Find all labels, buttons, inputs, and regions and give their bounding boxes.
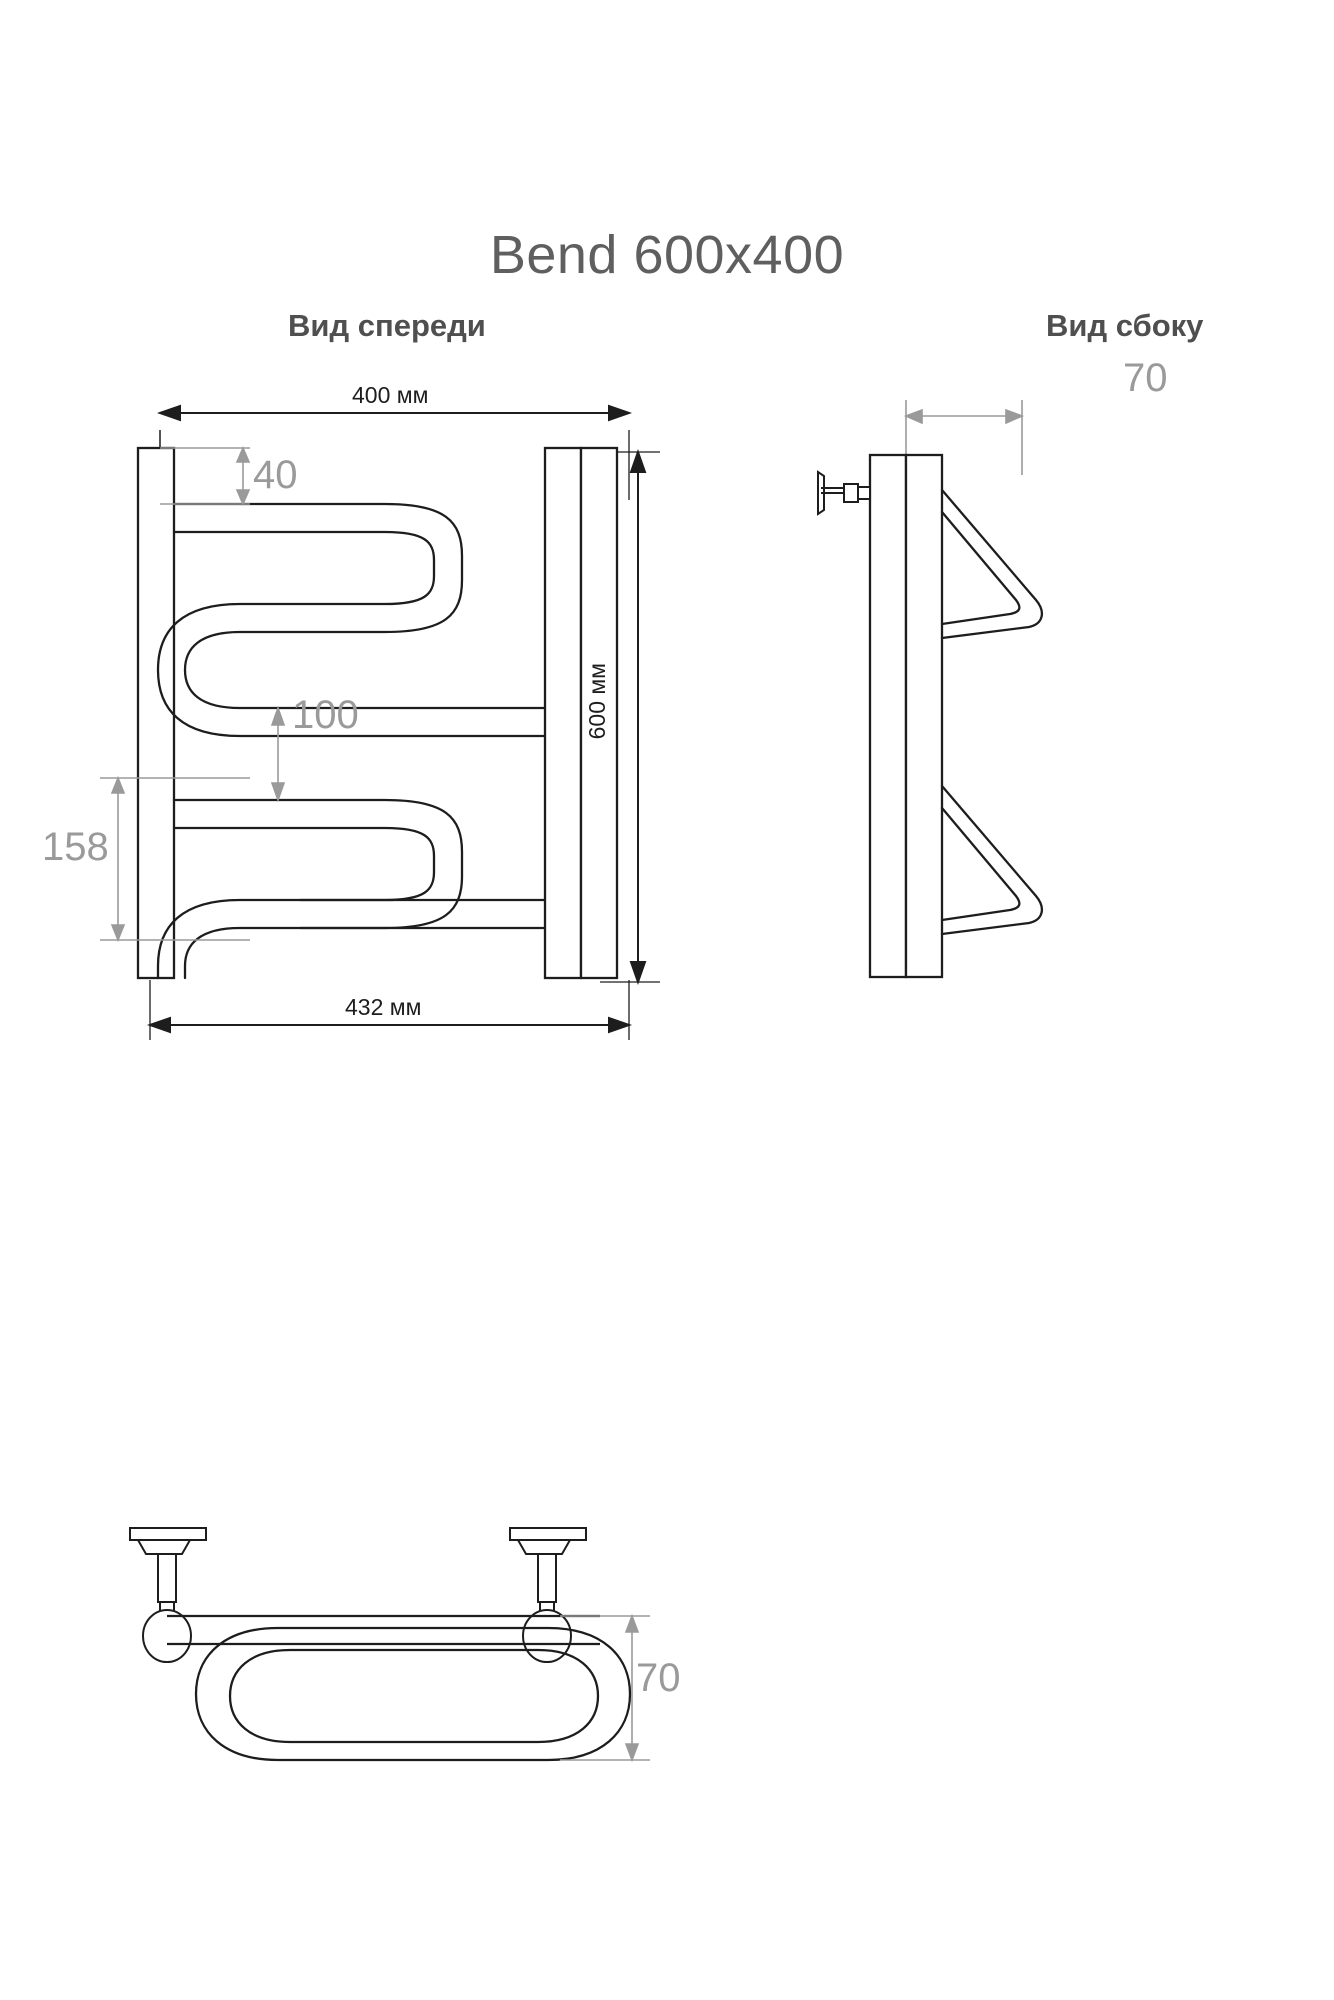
- front-left-post: [136, 446, 176, 980]
- dim-70-side-label: 70: [1123, 356, 1168, 400]
- side-wall-mount-upper: [817, 470, 871, 516]
- dim-432-label: 432 мм: [345, 994, 422, 1020]
- top-view-drawing: [129, 1527, 650, 1763]
- front-view-drawing: [100, 404, 660, 1040]
- page-title: Bend 600x400: [489, 225, 845, 285]
- front-tube-upper: [156, 502, 547, 738]
- dim-400-label: 400 мм: [352, 382, 429, 408]
- side-post: [868, 453, 944, 979]
- front-tube-lower: [156, 798, 547, 980]
- dim-400-line: [156, 404, 633, 422]
- side-tube-upper: [940, 488, 1044, 640]
- dim-158-label: 158: [42, 825, 109, 869]
- dim-70-top-label: 70: [636, 1656, 681, 1700]
- top-loop: [194, 1626, 632, 1762]
- side-tube-lower: [940, 784, 1044, 936]
- side-view-label: Вид сбоку: [1046, 308, 1204, 343]
- dim-40: [160, 445, 251, 507]
- dim-100-label: 100: [292, 693, 359, 737]
- dim-70-top: [560, 1613, 650, 1763]
- dim-100: [270, 705, 286, 803]
- dim-158: [100, 775, 250, 943]
- dim-432-line: [146, 980, 633, 1040]
- side-view-drawing: [817, 400, 1044, 979]
- dim-600-label: 600 мм: [584, 663, 610, 740]
- top-rail: [167, 1614, 600, 1646]
- top-bracket-left: [129, 1527, 207, 1663]
- front-right-post: [543, 446, 619, 980]
- dim-600-line: [600, 448, 660, 986]
- front-view-label: Вид спереди: [288, 308, 486, 343]
- dim-40-label: 40: [253, 453, 298, 497]
- top-bracket-right: [509, 1527, 587, 1663]
